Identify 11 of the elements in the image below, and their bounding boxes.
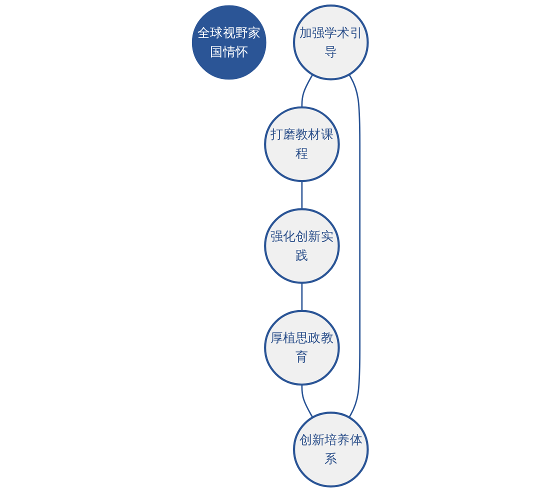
connector xyxy=(300,181,302,210)
connector xyxy=(300,74,313,108)
node-circle: 强化创新实践 xyxy=(264,208,340,284)
node-circle: 全球视野家国情怀 xyxy=(191,5,266,80)
node-circle: 厚植思政教育 xyxy=(264,310,340,386)
node-circle: 打磨教材课程 xyxy=(264,106,340,182)
node-circle: 加强学术引导 xyxy=(292,4,368,80)
node-circle: 创新培养体系 xyxy=(292,412,368,488)
connector xyxy=(300,384,313,418)
connector xyxy=(300,282,302,311)
connector xyxy=(348,74,360,418)
